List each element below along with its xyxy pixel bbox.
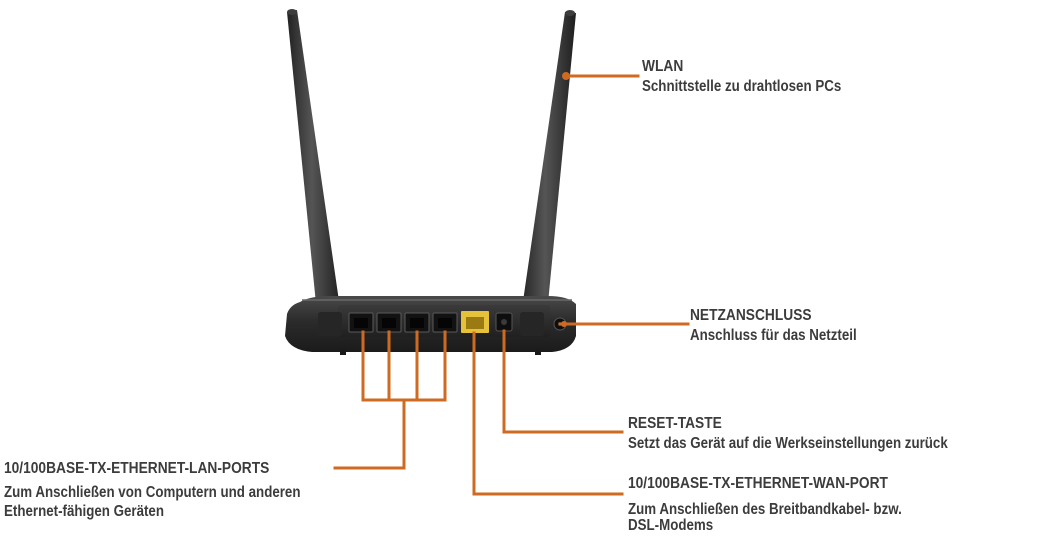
right-antenna [520,10,576,324]
wan-description-line2: DSL-Modems [628,517,714,534]
lan-port-socket [354,318,368,328]
reset-leader-line [502,329,624,434]
wlan-anchor-dot [562,72,570,80]
lan-description-line2: Ethernet-fähigen Geräten [4,503,164,520]
reset-callout: RESET-TASTE Setzt das Gerät auf die Werk… [628,414,948,454]
reset-button [495,312,513,332]
power-title: NETZANSCHLUSS [690,307,812,324]
wlan-callout: WLAN Schnittstelle zu drahtlosen PCs [642,57,841,97]
lan-leader-line [333,398,406,470]
wlan-title: WLAN [642,58,684,75]
lan-callout: 10/100BASE-TX-ETHERNET-LAN-PORTS Zum Ans… [4,459,300,522]
wan-title: 10/100BASE-TX-ETHERNET-WAN-PORT [628,475,888,492]
left-antenna-base [318,312,342,336]
power-description: Anschluss für das Netzteil [690,327,857,344]
power-callout: NETZANSCHLUSS Anschluss für das Netzteil [690,306,857,346]
lan-title: 10/100BASE-TX-ETHERNET-LAN-PORTS [4,460,270,477]
wlan-description: Schnittstelle zu drahtlosen PCs [642,78,842,95]
left-antenna [287,9,342,324]
lan-port-socket [382,318,396,328]
reset-title: RESET-TASTE [628,415,722,432]
lan-port-socket [438,318,452,328]
right-antenna-base [520,312,544,336]
lan-description-line1: Zum Anschließen von Computern und andere… [4,484,301,501]
wan-description-line1: Zum Anschließen des Breitbandkabel- bzw. [628,501,902,518]
wan-callout: 10/100BASE-TX-ETHERNET-WAN-PORT Zum Ansc… [628,474,902,536]
lan-port-socket [410,318,424,328]
power-anchor-dot [561,321,567,327]
reset-description: Setzt das Gerät auf die Werkseinstellung… [628,435,948,452]
wan-port [461,311,489,333]
wan-leader-line [472,331,624,496]
